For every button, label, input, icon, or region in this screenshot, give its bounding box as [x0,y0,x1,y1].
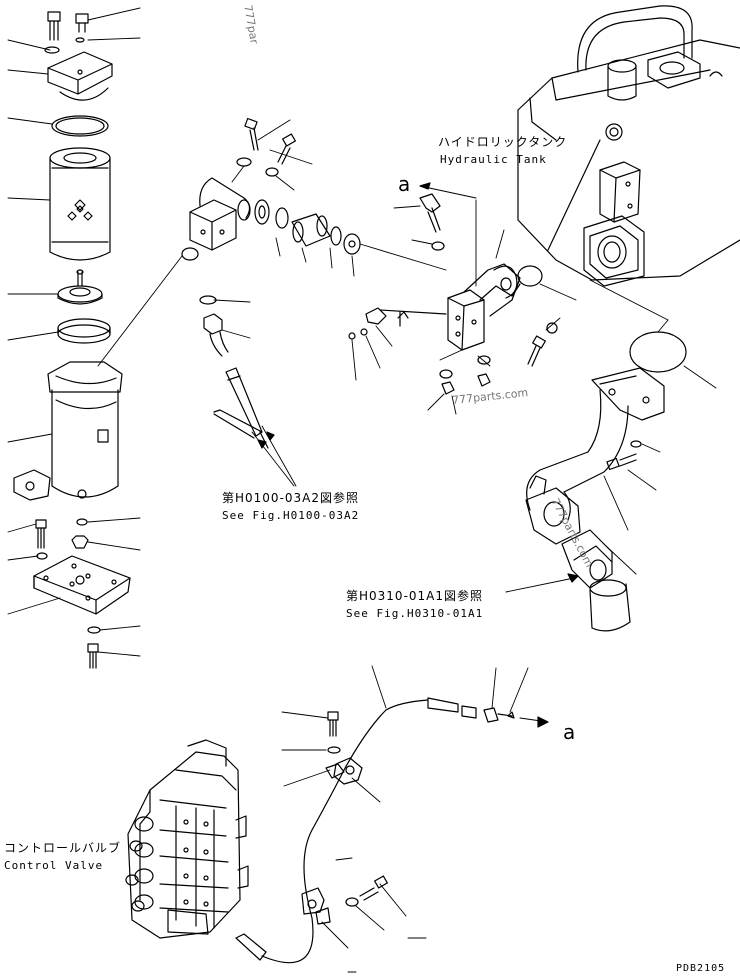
washer-part [345,897,359,907]
washer-part [477,355,491,365]
leader-lines [505,443,661,593]
washer-part [265,167,279,177]
washer-part [76,518,88,526]
spring-valve-part [57,269,103,305]
o-ring-part [517,265,543,287]
hydraulic-tank [517,5,740,389]
callout-a-top: a [398,172,412,196]
nipple-part [365,307,387,325]
filter-cover-part [47,51,113,101]
hose-part [213,367,269,449]
see-fig1-label-en: See Fig.H0100-03A2 [222,509,360,522]
adapter-part [203,313,229,357]
washer-part [327,746,341,754]
see-fig2-label-jp: 第H0310-01A1図参照 [346,589,484,603]
flange-part [254,199,361,255]
filter-assembly [7,7,183,669]
bolt-part [606,453,637,471]
control-valve-label-jp: コントロールバルブ [4,841,122,855]
hydraulic-tank-label-en: Hydraulic Tank [440,153,547,166]
filter-case-part [13,361,123,501]
spool-part [125,816,154,912]
washer-part [439,369,453,379]
bolt-part [527,335,546,367]
washer-part [87,626,101,634]
leader-lines [281,665,529,973]
elbow-fittings [181,117,361,487]
o-ring-part [51,115,109,137]
callout-a-bottom: a [563,720,577,744]
washer-part [630,440,642,448]
elbow-part [189,177,251,251]
bolt-part [359,875,388,901]
o-ring-part [629,331,687,373]
plug-part [441,373,491,395]
breather-part [419,193,441,213]
bolt-part [47,11,61,41]
leader-lines [213,119,355,487]
bolt-part [277,133,296,165]
bolt-part [75,13,89,33]
washer-part [36,552,48,560]
washer-part [75,37,85,43]
leader-lines [7,7,183,657]
ring-part [57,318,111,344]
filter-element-part [49,147,111,261]
suction-pipe [505,367,665,632]
leader-lines [351,199,561,415]
o-ring-part [181,247,199,261]
hydraulic-tank-label-jp: ハイドロリックタンク [438,135,568,149]
block-valve [348,182,561,415]
see-fig1-label-jp: 第H0100-03A2図参照 [222,491,360,505]
bolt-part [35,519,47,549]
plug-part [71,535,89,549]
washer-part [236,157,252,167]
bolt-part [327,711,339,737]
leader-lines [539,279,717,389]
o-ring-part [348,332,356,340]
drawing-code: PDB2105 [676,963,726,974]
washer-part [431,241,445,251]
control-valve [125,665,549,973]
bolt-part [87,643,99,669]
see-fig2-label-en: See Fig.H0310-01A1 [346,607,484,620]
bolt-part [244,117,259,151]
control-valve-label-en: Control Valve [4,859,104,872]
clamp-part [301,757,363,925]
washer-part [546,322,558,334]
bracket-plate-part [33,555,131,615]
washer-part [44,46,60,54]
